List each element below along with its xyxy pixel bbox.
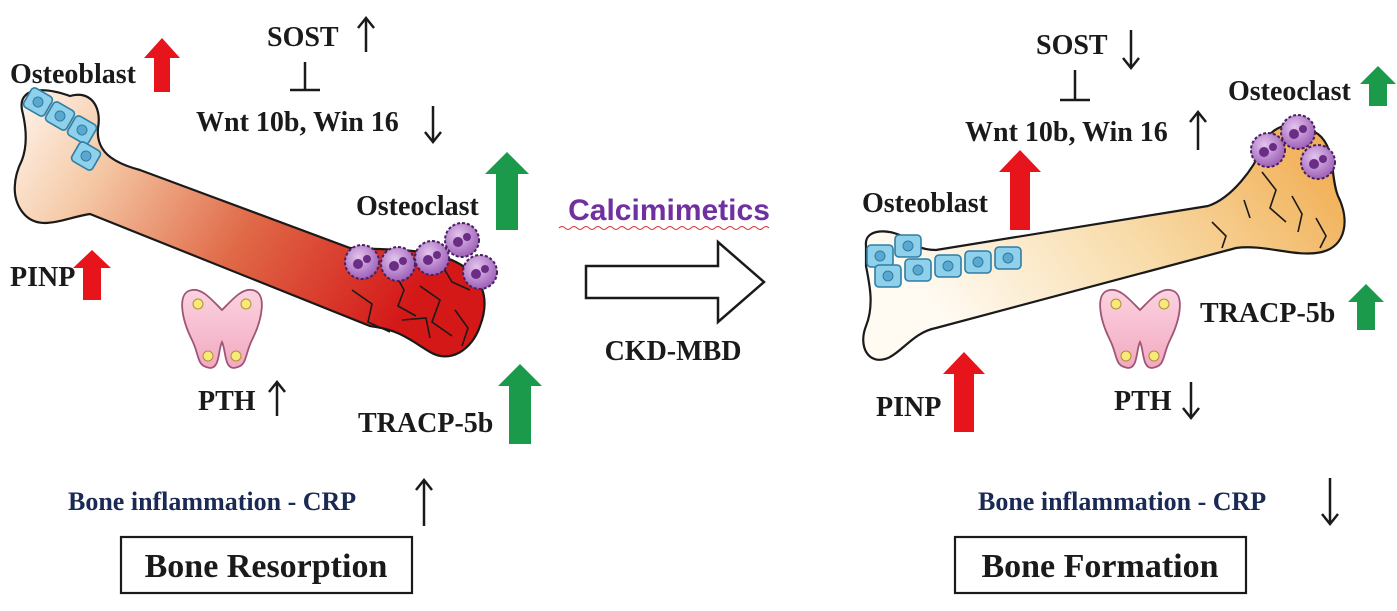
osteoclast-cell-icon xyxy=(1250,132,1286,168)
arrow-up-icon xyxy=(1360,66,1396,106)
inhibition-tbar-icon xyxy=(1060,70,1090,102)
label-crp-right: Bone inflammation - CRP xyxy=(978,487,1266,516)
label-tracp-left: TRACP-5b xyxy=(358,408,493,439)
osteoblast-cell-icon xyxy=(934,254,962,278)
spellcheck-underline xyxy=(558,226,770,230)
formation-bone xyxy=(862,124,1346,361)
arrow-up-icon xyxy=(268,379,286,416)
label-bone-formation: Bone Formation xyxy=(981,548,1218,585)
formation-box xyxy=(953,535,1248,595)
label-pinp-left: PINP xyxy=(10,262,75,293)
osteoblast-cell-icon xyxy=(874,264,902,288)
osteoblast-cell-icon xyxy=(994,246,1022,270)
label-sost-left: SOST xyxy=(267,22,339,53)
osteoblast-cell-icon xyxy=(904,258,932,282)
arrow-up-icon xyxy=(144,38,180,92)
osteoclast-cell-icon xyxy=(414,240,450,276)
label-pinp-right: PINP xyxy=(876,392,941,423)
label-tracp-right: TRACP-5b xyxy=(1200,298,1335,329)
osteoclast-cell-icon xyxy=(1280,114,1316,150)
resorption-cracks xyxy=(351,261,471,347)
osteoblast-cell-icon xyxy=(964,250,992,274)
osteoblast-cell-icon xyxy=(70,141,102,171)
label-calcimimetics: Calcimimetics xyxy=(568,194,770,227)
osteoclast-cell-icon xyxy=(462,254,498,290)
label-crp-left: Bone inflammation - CRP xyxy=(68,487,356,516)
osteoclast-cell-icon xyxy=(344,244,380,280)
resorption-bone xyxy=(13,89,486,358)
arrow-down-icon xyxy=(1321,478,1339,527)
arrow-up-icon xyxy=(999,150,1041,230)
label-ckd-mbd: CKD-MBD xyxy=(605,336,742,367)
osteoblast-cell-icon xyxy=(866,244,894,268)
arrow-down-icon xyxy=(1122,30,1140,71)
transition-section: Calcimimetics CKD-MBD xyxy=(558,194,770,367)
osteoclast-cell-icon xyxy=(1300,144,1336,180)
formation-panel: SOST Wnt 10b, Win 16 Osteoclast Osteobla… xyxy=(862,30,1396,595)
resorption-box xyxy=(119,535,414,595)
osteoblast-cells-right xyxy=(866,234,1022,288)
arrow-up-icon xyxy=(1189,109,1207,150)
label-bone-resorption: Bone Resorption xyxy=(145,548,388,585)
osteoclast-cell-icon xyxy=(380,246,416,282)
label-osteoblast-left: Osteoblast xyxy=(10,59,137,90)
arrow-up-icon xyxy=(498,364,542,444)
formation-cracks xyxy=(1211,171,1327,249)
arrow-up-icon xyxy=(415,477,433,526)
arrow-up-icon xyxy=(485,152,529,230)
osteoclast-cell-icon xyxy=(444,222,480,258)
resorption-panel: Osteoblast SOST Wnt 10b, Win 16 Osteocla… xyxy=(10,15,542,595)
parathyroid-gland-icon xyxy=(181,288,263,369)
arrow-up-icon xyxy=(1348,284,1384,330)
arrow-up-icon xyxy=(357,15,375,52)
osteoblast-cell-icon xyxy=(22,87,54,117)
osteoblast-cell-icon xyxy=(44,101,76,131)
label-pth-right: PTH xyxy=(1114,386,1172,417)
arrow-down-icon xyxy=(1182,382,1200,421)
parathyroid-gland-icon xyxy=(1099,288,1181,369)
inhibition-tbar-icon xyxy=(290,62,320,92)
label-wnt-left: Wnt 10b, Win 16 xyxy=(196,107,399,138)
osteoblast-cell-icon xyxy=(894,234,922,258)
arrow-up-icon xyxy=(943,352,985,432)
hollow-right-arrow-icon xyxy=(584,239,766,325)
label-osteoclast-left: Osteoclast xyxy=(356,191,480,222)
osteoclast-cells-left xyxy=(344,222,498,290)
label-pth-left: PTH xyxy=(198,386,256,417)
label-osteoclast-right: Osteoclast xyxy=(1228,76,1352,107)
label-osteoblast-right: Osteoblast xyxy=(862,188,989,219)
arrow-down-icon xyxy=(424,106,442,145)
osteoblast-cell-icon xyxy=(66,115,98,145)
osteoblast-cells-left xyxy=(22,87,102,171)
osteoclast-cells-right xyxy=(1250,114,1336,180)
arrow-up-icon xyxy=(73,250,111,300)
label-sost-right: SOST xyxy=(1036,30,1108,61)
label-wnt-right: Wnt 10b, Win 16 xyxy=(965,117,1168,148)
